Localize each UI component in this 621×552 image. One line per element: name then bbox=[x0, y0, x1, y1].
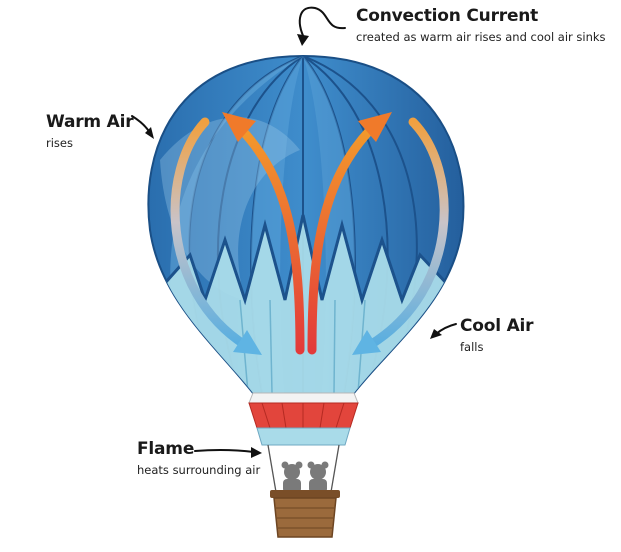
basket bbox=[270, 490, 340, 538]
warm-air-pointer bbox=[131, 115, 154, 139]
warm-air-label: Warm Air rises bbox=[46, 112, 134, 151]
convection-pointer bbox=[297, 6, 346, 46]
cool-arrow-head-left bbox=[233, 330, 262, 355]
warm-arrow-head-left bbox=[222, 112, 256, 142]
flame-desc: heats surrounding air bbox=[137, 463, 261, 477]
cool-arrow-head-right bbox=[352, 330, 381, 355]
passengers bbox=[281, 461, 329, 493]
warm-air-arrows bbox=[222, 112, 392, 355]
flame-title: Flame bbox=[137, 439, 195, 459]
cool-air-pointer bbox=[430, 323, 457, 339]
balloon-skirt bbox=[248, 392, 359, 446]
basket-ropes bbox=[267, 444, 340, 493]
convection-current-title: Convection Current bbox=[356, 6, 539, 26]
balloon-envelope bbox=[147, 54, 465, 394]
cool-air-desc: falls bbox=[460, 340, 484, 354]
cool-air-label: Cool Air falls bbox=[460, 316, 534, 355]
convection-current-label: Convection Current created as warm air r… bbox=[356, 6, 606, 45]
warm-air-desc: rises bbox=[46, 136, 73, 150]
cool-air-arrows bbox=[170, 117, 449, 355]
warm-air-title: Warm Air bbox=[46, 112, 134, 132]
flame-label: Flame heats surrounding air bbox=[137, 439, 260, 478]
flame-pointer bbox=[194, 447, 262, 458]
cool-air-title: Cool Air bbox=[460, 316, 534, 336]
convection-current-desc: created as warm air rises and cool air s… bbox=[356, 30, 606, 44]
warm-arrow-head-right bbox=[358, 112, 392, 142]
